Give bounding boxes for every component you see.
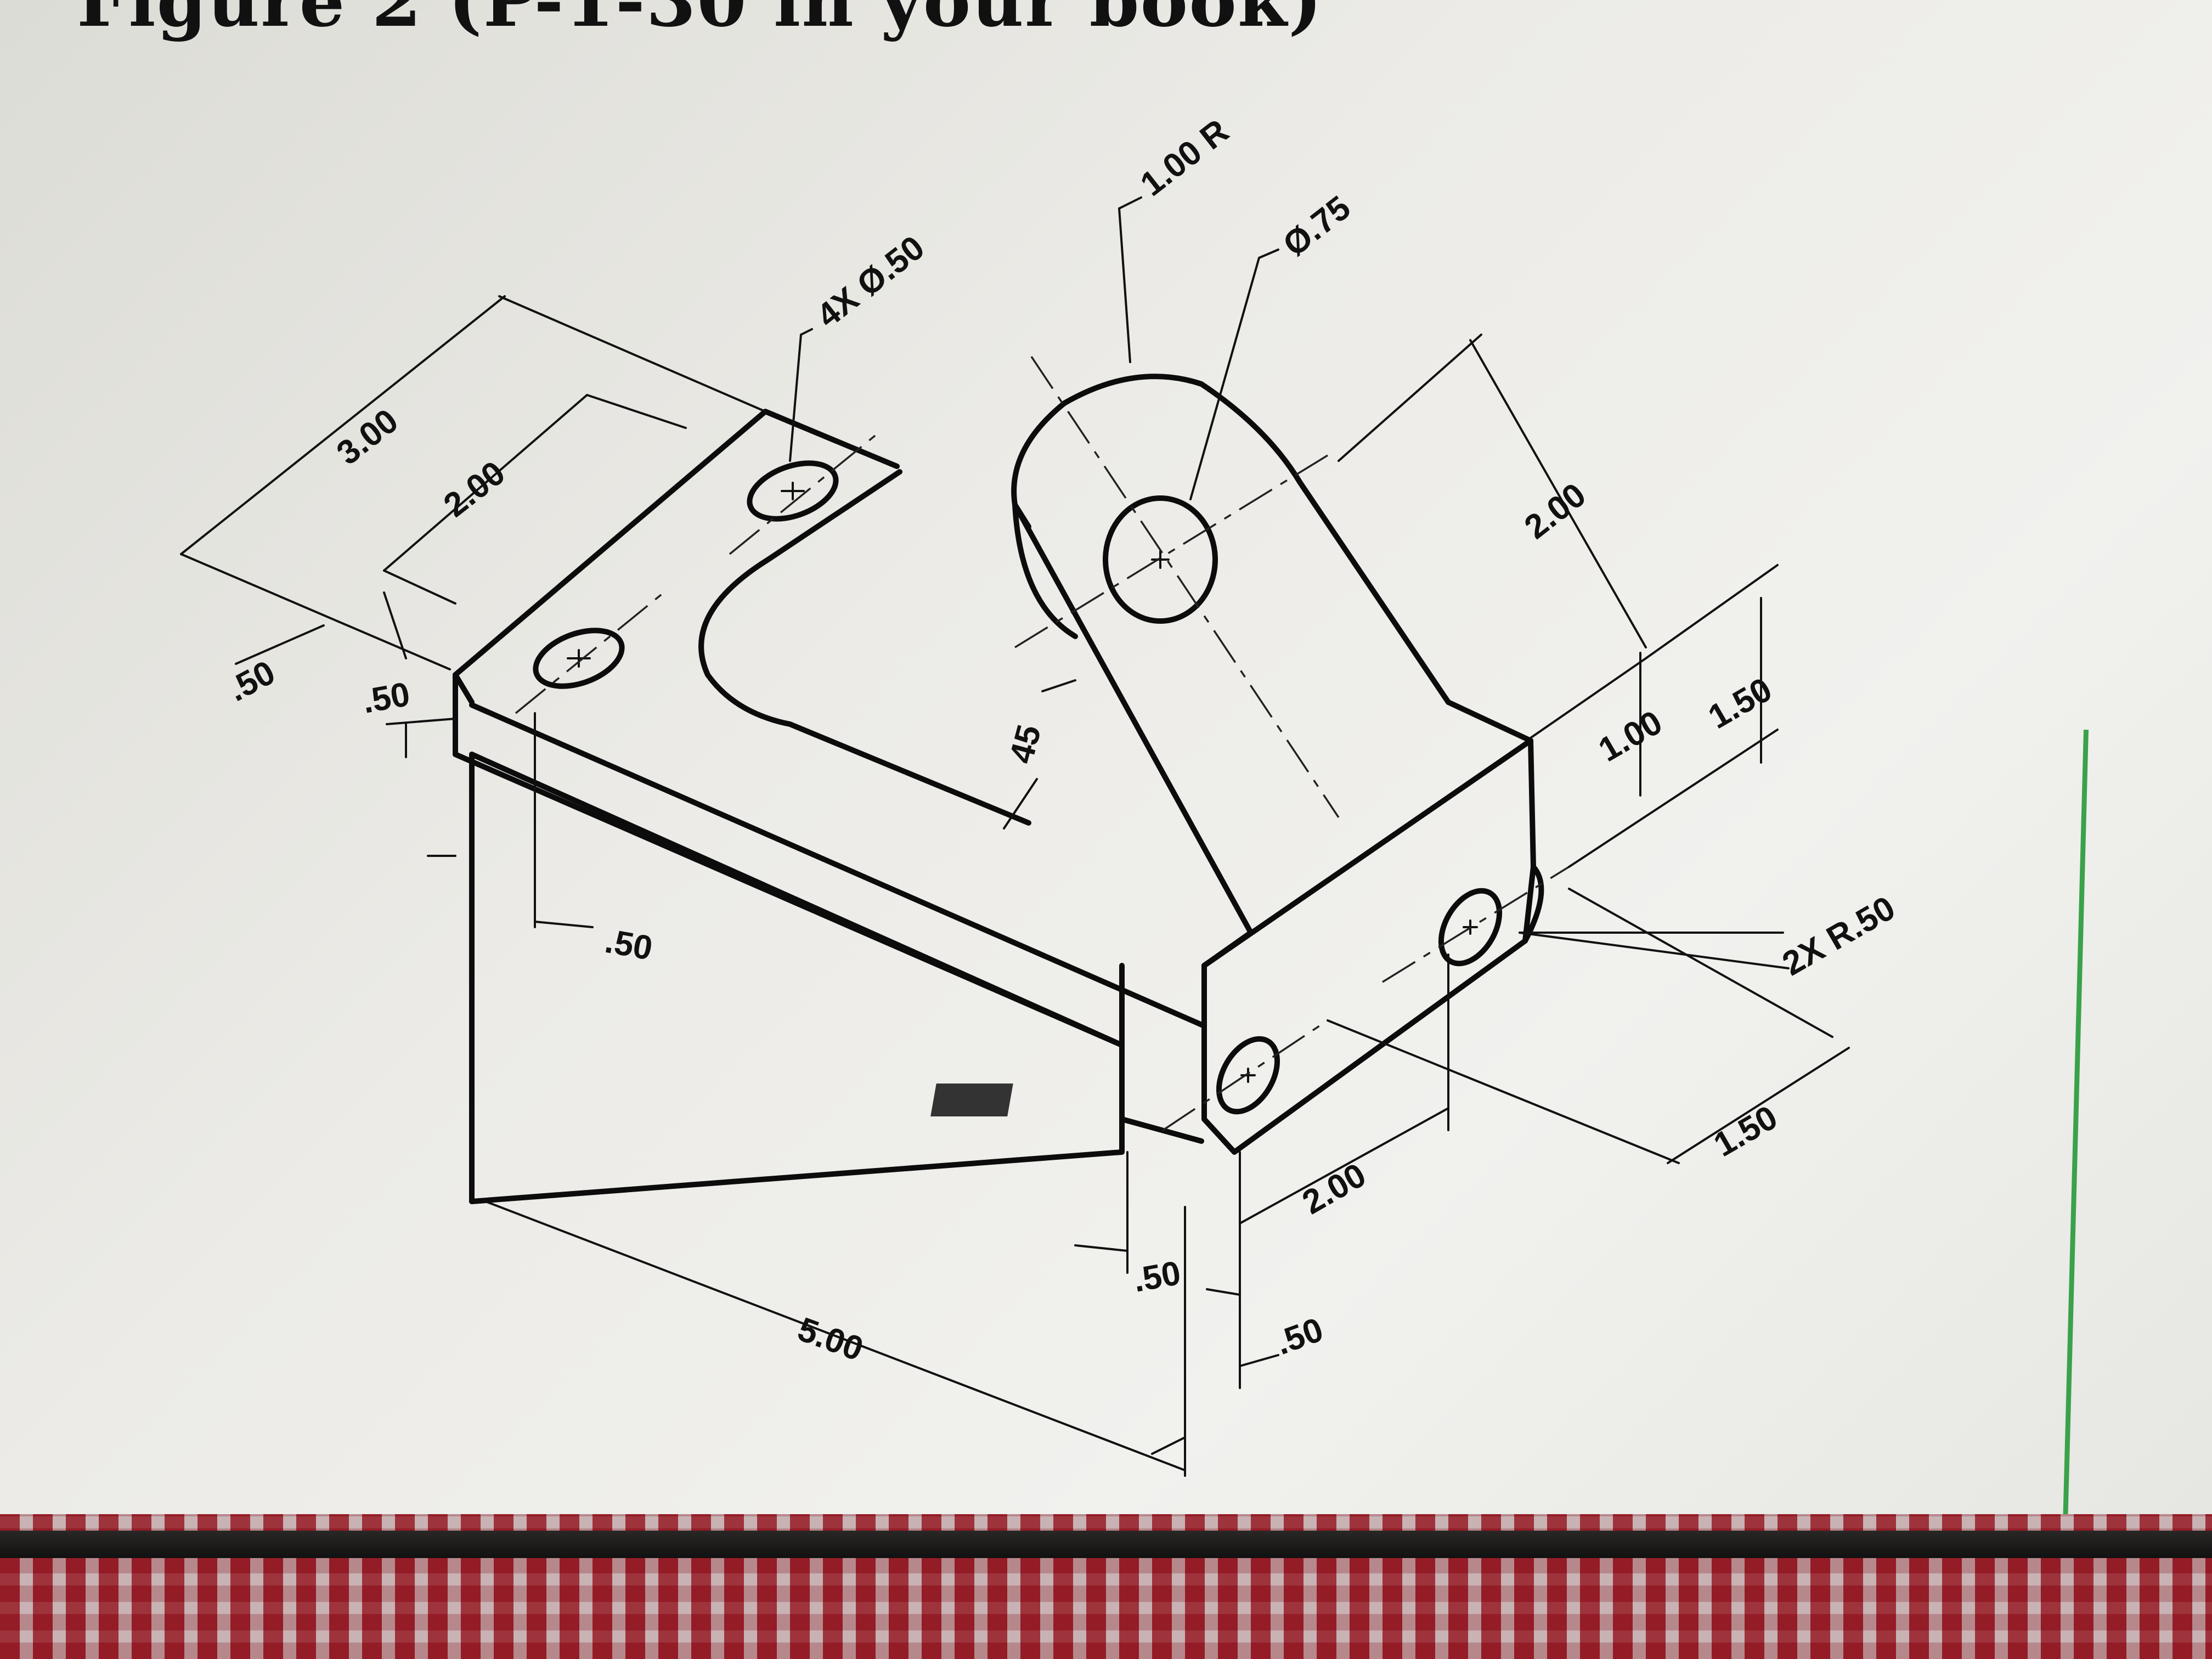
dim-right-depth: 1.50 xyxy=(1708,1098,1784,1164)
dim-overall-length: 5.00 xyxy=(793,1310,868,1368)
page-heading: Figure 2 (P-1-30 in your book) xyxy=(77,0,1323,43)
dim-angle: 45 xyxy=(1002,721,1048,767)
hole-center-marks xyxy=(567,482,1478,1083)
dim-overall-depth: 3.00 xyxy=(330,402,405,472)
center-lines xyxy=(515,356,1570,1131)
dim-hole-offset: .50 xyxy=(602,922,656,968)
dim-bottom-step: .50 xyxy=(1130,1254,1183,1300)
dim-left-offset: .50 xyxy=(222,653,281,709)
dim-right-height: 1.50 xyxy=(1702,670,1779,736)
dim-center-hole: Ø.75 xyxy=(1276,189,1357,264)
dim-arc-radius: 1.00 R xyxy=(1133,112,1235,204)
isometric-drawing: 3.00 2.00 .50 .50 .50 4X Ø.50 1.00 R Ø.7… xyxy=(180,112,1902,1477)
monitor-screen: Figure 2 (P-1-30 in your book) xyxy=(0,0,2212,1539)
dim-front-width: 2.00 xyxy=(1296,1156,1373,1222)
dimension-lines xyxy=(180,196,1850,1477)
object-outline xyxy=(453,374,1544,1204)
dim-right-step: 1.00 xyxy=(1593,703,1669,769)
dim-holes: 4X Ø.50 xyxy=(810,229,932,335)
dim-fillets: 2X R.50 xyxy=(1776,889,1902,983)
dim-top-thickness: .50 xyxy=(359,675,413,721)
monitor-bezel xyxy=(0,1531,2212,1558)
dim-bottom-offset: .50 xyxy=(1271,1311,1328,1362)
holes xyxy=(533,460,1503,1115)
